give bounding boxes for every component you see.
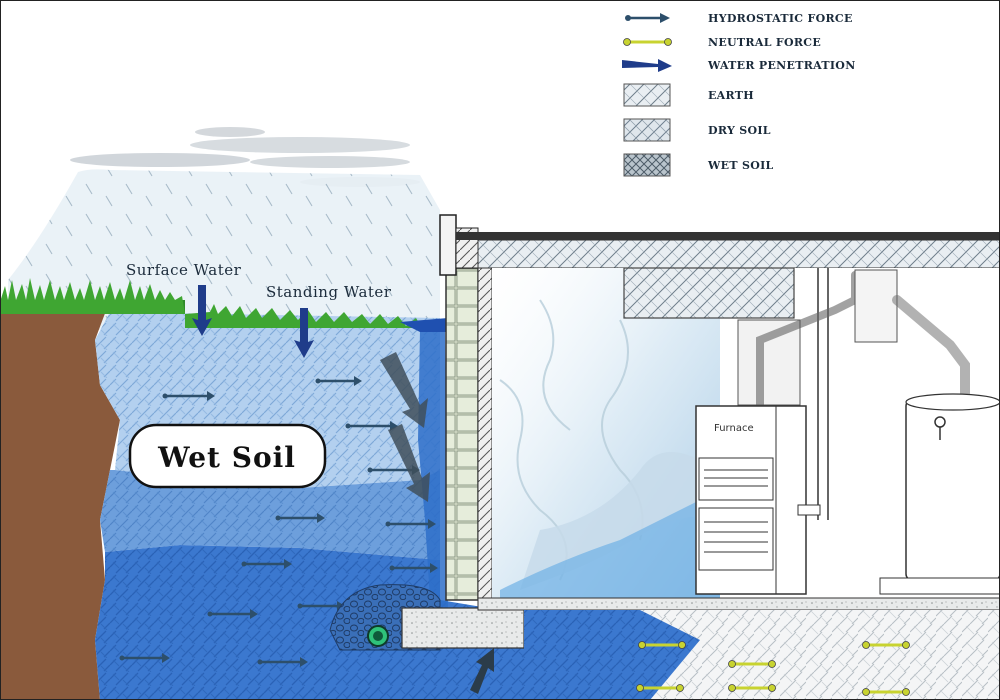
foundation-wall [445, 267, 479, 601]
dry-soil-swatch-icon [623, 118, 671, 142]
legend-item-dry-soil: DRY SOIL [623, 118, 771, 142]
drain-pipe-core [373, 631, 383, 641]
hydrostatic-arrow-icon [625, 13, 670, 23]
standing-water-arrow-icon [294, 308, 314, 358]
legend-label-hydrostatic: HYDROSTATIC FORCE [708, 12, 853, 25]
hydrostatic-arrow-icon [389, 563, 438, 573]
neutral-force-icon [862, 688, 910, 696]
water-heater-flue [892, 295, 970, 405]
hydrostatic-arrow-icon [385, 519, 436, 529]
neutral-force-icon [862, 641, 910, 649]
legend-label-neutral: NEUTRAL FORCE [708, 36, 821, 49]
legend-item-penetration: WATER PENETRATION [622, 59, 856, 72]
hydrostatic-arrow-icon [241, 559, 292, 569]
legend-item-earth: EARTH [623, 83, 754, 107]
floor-deck [456, 232, 1000, 240]
flue-box [854, 269, 898, 343]
hydrostatic-arrow-icon [275, 513, 325, 523]
legend-label-penetration: WATER PENETRATION [707, 59, 856, 72]
water-penetration-arrow-icon [622, 59, 672, 72]
footing [401, 607, 525, 649]
wet-soil-label: Wet Soil [157, 441, 296, 474]
legend-label-wet-soil: WET SOIL [707, 159, 774, 172]
moist-soil-layer [100, 470, 440, 560]
neutral-force-icon [728, 684, 776, 692]
neutral-force-icon [623, 38, 672, 46]
hydrostatic-arrow-icon [315, 376, 362, 386]
legend-item-neutral: NEUTRAL FORCE [623, 36, 821, 49]
water-heater [879, 393, 1000, 595]
legend-item-hydrostatic: HYDROSTATIC FORCE [625, 12, 853, 25]
rain-area [8, 169, 440, 330]
floor-joists [477, 239, 1000, 269]
water-stain [520, 452, 720, 590]
earth-swatch-icon [623, 83, 671, 107]
wall-insulation [477, 267, 493, 601]
floor-water-seepage [500, 490, 720, 598]
neutral-force-icon [636, 684, 684, 692]
legend: HYDROSTATIC FORCE NEUTRAL FORCE WATER PE… [622, 12, 856, 177]
legend-label-dry-soil: DRY SOIL [708, 124, 771, 137]
furnace-label: Furnace [714, 423, 754, 434]
standing-water-pool [400, 318, 448, 332]
furnace: Furnace [695, 405, 821, 595]
standing-water-label: Standing Water [266, 283, 392, 301]
basement-slab [477, 597, 1000, 611]
hydrostatic-arrows [119, 376, 438, 667]
surface-water-label: Surface Water [126, 261, 242, 279]
legend-item-wet-soil: WET SOIL [623, 153, 774, 177]
neutral-force-icon [728, 660, 776, 668]
surface-water-arrow-icon [192, 285, 212, 336]
legend-label-earth: EARTH [708, 89, 754, 102]
hydrostatic-arrow-icon [207, 609, 258, 619]
neutral-force-markers [636, 641, 910, 696]
hydrostatic-arrow-icon [257, 657, 308, 667]
neutral-force-icon [638, 641, 686, 649]
wet-soil-swatch-icon [623, 153, 671, 177]
wall-water-column [418, 320, 448, 610]
under-slab-water [524, 610, 700, 700]
hydrostatic-arrow-icon [119, 653, 170, 663]
wet-soil-callout: Wet Soil [128, 423, 327, 489]
supply-plenum [623, 267, 795, 319]
earth-bank [0, 300, 120, 700]
hydrostatic-arrow-icon [162, 391, 215, 401]
sill-plate [439, 214, 457, 276]
